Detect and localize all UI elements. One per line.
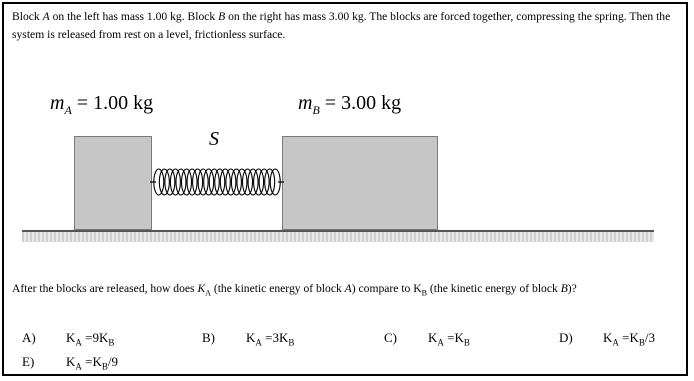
intro-text: on the right has mass 3.00 kg. The block…	[12, 10, 671, 41]
frictionless-surface	[22, 230, 654, 242]
intro-text: on the left has mass 1.00 kg. Block	[49, 10, 219, 23]
block-a	[74, 136, 152, 230]
choice-e[interactable]: E)KA =KB/9	[22, 354, 119, 372]
spring-coil	[258, 168, 270, 196]
spring-coil	[241, 168, 254, 196]
spring-coil	[219, 168, 231, 196]
spring	[150, 168, 284, 196]
choice-c[interactable]: C)KA =KB	[384, 330, 470, 348]
spring-coil	[208, 168, 220, 196]
problem-frame: Block A on the left has mass 1.00 kg. Bl…	[2, 2, 688, 376]
spring-coil	[214, 168, 226, 196]
block-a-symbol: A	[42, 10, 50, 23]
block-b	[282, 136, 438, 230]
spring-coil	[169, 168, 181, 196]
spring-coil	[203, 168, 215, 196]
choice-a[interactable]: A)KA =9KB	[22, 330, 115, 348]
blocks-spring-figure: mA = 1.00 kg mB = 3.00 kg S	[22, 92, 654, 262]
intro-text: Block	[12, 10, 43, 23]
spring-coil	[247, 168, 259, 196]
spring-coil	[158, 168, 170, 196]
spring-coil	[264, 168, 276, 196]
spring-coil	[153, 168, 165, 196]
problem-statement: Block A on the left has mass 1.00 kg. Bl…	[12, 8, 682, 44]
question-text: After the blocks are released, how does …	[12, 282, 577, 298]
choice-b[interactable]: B)KA =3KB	[202, 330, 295, 348]
spring-coil	[253, 168, 265, 196]
spring-coil	[236, 168, 248, 196]
mass-a-label: mA = 1.00 kg	[50, 92, 154, 117]
spring-coil	[230, 168, 242, 196]
spring-coil	[180, 168, 193, 196]
spring-coil	[197, 168, 209, 196]
choice-d[interactable]: D)KA =KB/3	[559, 330, 656, 348]
spring-coil	[192, 168, 204, 196]
spring-coil	[186, 168, 198, 196]
spring-label: S	[209, 128, 219, 150]
spring-coil	[164, 168, 176, 196]
mass-b-label: mB = 3.00 kg	[298, 92, 402, 117]
spring-coil	[225, 168, 237, 196]
spring-coil	[175, 168, 187, 196]
block-b-symbol: B	[218, 10, 226, 23]
